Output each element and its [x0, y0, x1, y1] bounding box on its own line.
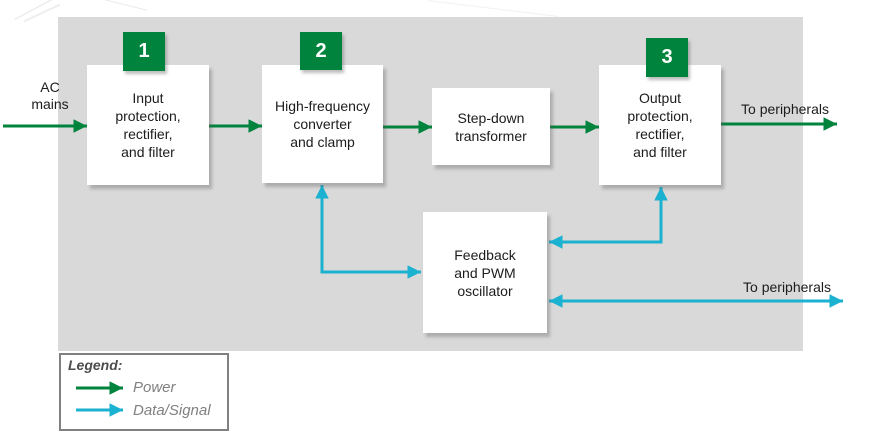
- label-to-peripherals-bottom: To peripherals: [743, 279, 831, 295]
- legend-title: Legend:: [68, 357, 123, 373]
- scratch-artifact: [428, 0, 558, 17]
- scratch-artifact: [100, 0, 148, 11]
- block-input-protection: Input protection, rectifier, and filter: [87, 65, 209, 185]
- block-feedback-pwm: Feedback and PWM oscillator: [423, 212, 547, 333]
- block-hf-converter: High-frequency converter and clamp: [262, 65, 383, 183]
- badge-1: 1: [123, 32, 165, 71]
- badge-3: 3: [646, 38, 688, 77]
- legend-box: [59, 353, 229, 431]
- block-output-protection: Output protection, rectifier, and filter: [599, 65, 721, 185]
- legend-item-power: Power: [133, 379, 176, 396]
- legend-item-data-signal: Data/Signal: [133, 402, 211, 419]
- label-to-peripherals-top: To peripherals: [741, 101, 829, 117]
- scratch-artifact: [23, 3, 61, 23]
- label-ac-mains: AC mains: [31, 79, 69, 112]
- badge-2: 2: [300, 32, 342, 70]
- block-stepdown-transformer: Step-down transformer: [432, 88, 550, 165]
